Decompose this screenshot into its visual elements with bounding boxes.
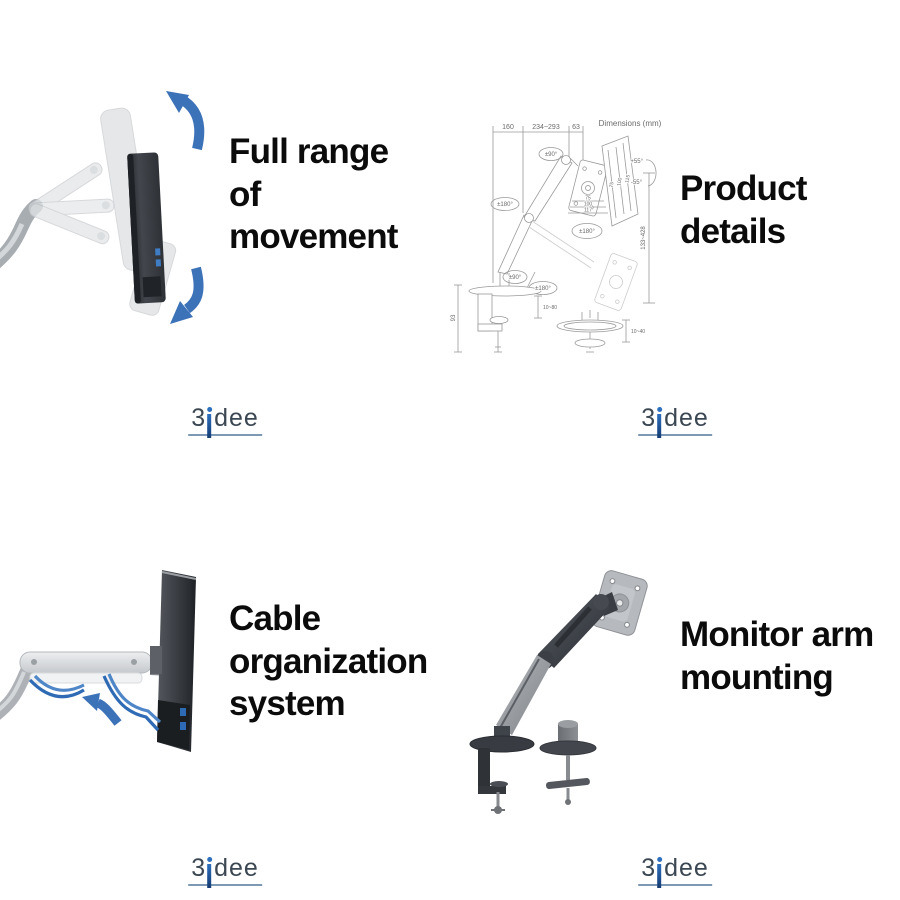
vesa-side-plate-outline bbox=[601, 135, 639, 227]
clamp-base-outline bbox=[454, 272, 542, 353]
monitor-side-view bbox=[127, 152, 166, 304]
vesa-height-75: 75 bbox=[609, 181, 616, 188]
monitor-arm-motion-illustration bbox=[0, 91, 205, 324]
swivel-arm-label: ±180° bbox=[497, 202, 513, 208]
base-height-label: 93 bbox=[451, 314, 457, 321]
vesa-width-75: 75 bbox=[585, 196, 591, 202]
logo-suffix: dee bbox=[664, 404, 709, 432]
grommet-base-outline bbox=[556, 310, 630, 353]
vesa-width-100: 100 bbox=[584, 202, 593, 208]
upper-arm bbox=[536, 594, 610, 669]
arm-horizontal bbox=[19, 651, 172, 684]
height-dimension-line bbox=[643, 172, 655, 304]
logo-pen-i-icon bbox=[206, 857, 214, 888]
clamp-base bbox=[469, 726, 535, 814]
title-line: mounting bbox=[680, 657, 834, 697]
height-range-label: 133~428 bbox=[641, 226, 647, 250]
rotate-vesa-label: ±180° bbox=[579, 229, 595, 235]
cable-management-illustration bbox=[0, 570, 197, 752]
tilt-down-label: -55° bbox=[631, 180, 643, 186]
grommet-range-label: 10~40 bbox=[631, 329, 645, 335]
rotate-up-arrow-icon bbox=[166, 91, 205, 151]
logo-pen-i-icon bbox=[656, 857, 664, 888]
lower-arm bbox=[496, 655, 551, 735]
ghost-arm-outline bbox=[528, 220, 638, 311]
logo-pen-i-icon bbox=[206, 407, 214, 438]
dim-160: 160 bbox=[502, 124, 514, 131]
rotate-down-arrow-icon bbox=[170, 266, 204, 324]
monitor-back-view bbox=[150, 570, 197, 752]
title-line: Monitor arm bbox=[680, 615, 874, 654]
title-line: of bbox=[229, 174, 261, 214]
dim-234-293: 234~293 bbox=[532, 124, 560, 131]
grommet-mount bbox=[539, 720, 597, 805]
vesa-height-100: 100 bbox=[616, 177, 623, 186]
logo-prefix: 3 bbox=[191, 854, 207, 882]
logo-prefix: 3 bbox=[641, 854, 657, 882]
arm-pole bbox=[0, 199, 43, 269]
arm-outline bbox=[497, 155, 579, 275]
ghost-arm-positions bbox=[28, 162, 115, 245]
monitor-arm-product-illustration bbox=[469, 570, 648, 814]
clamp-range-label: 10~80 bbox=[543, 305, 557, 311]
cable-route-arrow-icon bbox=[82, 693, 122, 726]
title-line: system bbox=[229, 684, 346, 724]
vesa-width-dimension-lines bbox=[568, 200, 608, 214]
logo-suffix: dee bbox=[664, 854, 709, 882]
swivel-base-outer-label: ±180° bbox=[535, 286, 551, 292]
title-line: organization bbox=[229, 641, 428, 681]
panel-title-product-details: Product details bbox=[680, 168, 807, 253]
title-line: Product bbox=[680, 169, 807, 208]
title-line: Cable bbox=[229, 599, 321, 638]
vesa-width-117: 117 bbox=[584, 208, 592, 214]
swivel-base-inner-label: ±90° bbox=[509, 275, 522, 281]
arm-pole bbox=[0, 665, 33, 720]
title-line: Full range bbox=[229, 132, 389, 171]
logo-pen-i-icon bbox=[656, 407, 664, 438]
title-line: movement bbox=[229, 217, 398, 257]
logo-prefix: 3 bbox=[191, 404, 207, 432]
tilt-up-label: +55° bbox=[630, 159, 643, 165]
dim-63: 63 bbox=[572, 124, 580, 131]
blue-cables bbox=[28, 673, 162, 732]
panel-title-full-range: Full range of movement bbox=[229, 131, 398, 259]
dimension-drawing: 160 234~293 63 Dimensions (mm) ±90° ±180… bbox=[450, 118, 662, 353]
logo-prefix: 3 bbox=[641, 404, 657, 432]
panel-product-details: 160 234~293 63 Dimensions (mm) ±90° ±180… bbox=[450, 0, 900, 450]
swivel-top-label: ±90° bbox=[545, 152, 558, 158]
logo-suffix: dee bbox=[214, 404, 259, 432]
logo-suffix: dee bbox=[214, 854, 259, 882]
dimensions-caption: Dimensions (mm) bbox=[599, 119, 662, 128]
panel-title-mounting: Monitor arm mounting bbox=[680, 614, 874, 699]
vesa-height-115: 115 bbox=[624, 174, 631, 183]
title-line: details bbox=[680, 211, 786, 251]
panel-title-cable: Cable organization system bbox=[229, 598, 428, 726]
